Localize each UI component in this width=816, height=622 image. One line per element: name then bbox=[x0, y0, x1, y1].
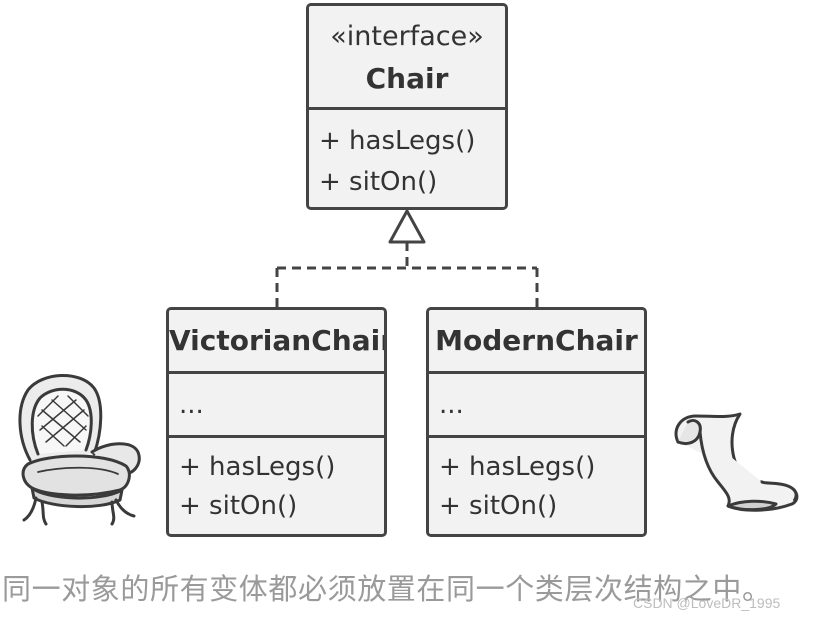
csdn-watermark: CSDN @LoveDR_1995 bbox=[633, 595, 781, 611]
realization-arrowhead bbox=[388, 209, 426, 244]
class-victorianchair-box: VictorianChair ... + hasLegs() + sitOn() bbox=[166, 307, 387, 537]
class-methods: + hasLegs() + sitOn() bbox=[169, 435, 384, 534]
diagram-caption: 同一对象的所有变体都必须放置在同一个类层次结构之中。 bbox=[2, 572, 772, 606]
class-header: VictorianChair bbox=[169, 310, 384, 374]
fields-ellipsis: ... bbox=[179, 390, 204, 420]
fields-ellipsis: ... bbox=[439, 390, 464, 420]
class-header: ModernChair bbox=[429, 310, 644, 374]
class-name: VictorianChair bbox=[169, 324, 387, 357]
method-haslegs: + hasLegs() bbox=[179, 452, 336, 482]
method-siton: + sitOn() bbox=[319, 167, 438, 197]
dashed-line bbox=[275, 242, 539, 309]
class-methods: + hasLegs() + sitOn() bbox=[429, 435, 644, 534]
class-fields: ... bbox=[429, 371, 644, 438]
victorian-armchair-icon bbox=[18, 374, 141, 526]
method-haslegs: + hasLegs() bbox=[319, 126, 476, 156]
stereotype-label: «interface» bbox=[330, 21, 484, 52]
class-fields: ... bbox=[169, 371, 384, 438]
interface-chair-box: «interface» Chair + hasLegs() + sitOn() bbox=[306, 3, 508, 210]
modern-chair-icon bbox=[674, 412, 799, 512]
interface-name: Chair bbox=[365, 62, 449, 95]
class-name: ModernChair bbox=[435, 324, 638, 357]
class-modernchair-box: ModernChair ... + hasLegs() + sitOn() bbox=[426, 307, 647, 537]
method-siton: + sitOn() bbox=[439, 491, 558, 521]
method-haslegs: + hasLegs() bbox=[439, 452, 596, 482]
interface-header: «interface» Chair bbox=[309, 6, 505, 110]
interface-methods: + hasLegs() + sitOn() bbox=[309, 107, 505, 207]
method-siton: + sitOn() bbox=[179, 491, 298, 521]
